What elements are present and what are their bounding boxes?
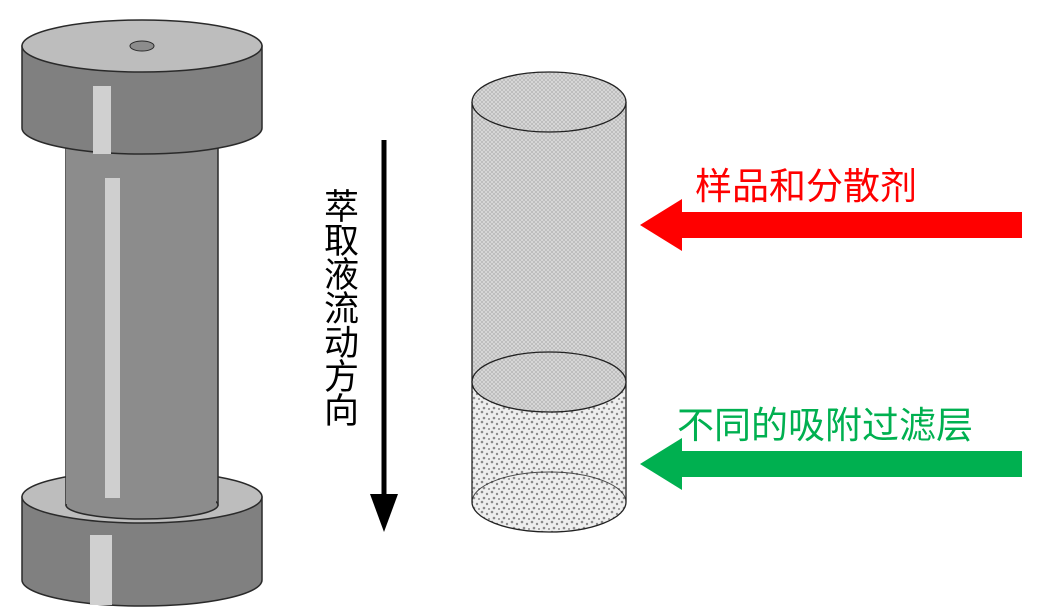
sample-dispersant-label: 样品和分散剂 (695, 165, 917, 208)
flow-direction-label: 萃取液流动方向 (318, 188, 358, 426)
adsorption-filter-label: 不同的吸附过滤层 (677, 404, 973, 447)
filter-arrow (640, 438, 1022, 490)
sample-arrow (640, 199, 1022, 251)
cartridge-adsorption-section (471, 351, 627, 533)
flow-direction-arrow (370, 140, 398, 532)
column-body (65, 139, 219, 520)
cartridge-sample-section (471, 71, 627, 382)
extraction-column (21, 19, 263, 607)
column-top-cap (21, 19, 263, 155)
filter-cartridge (471, 71, 627, 533)
